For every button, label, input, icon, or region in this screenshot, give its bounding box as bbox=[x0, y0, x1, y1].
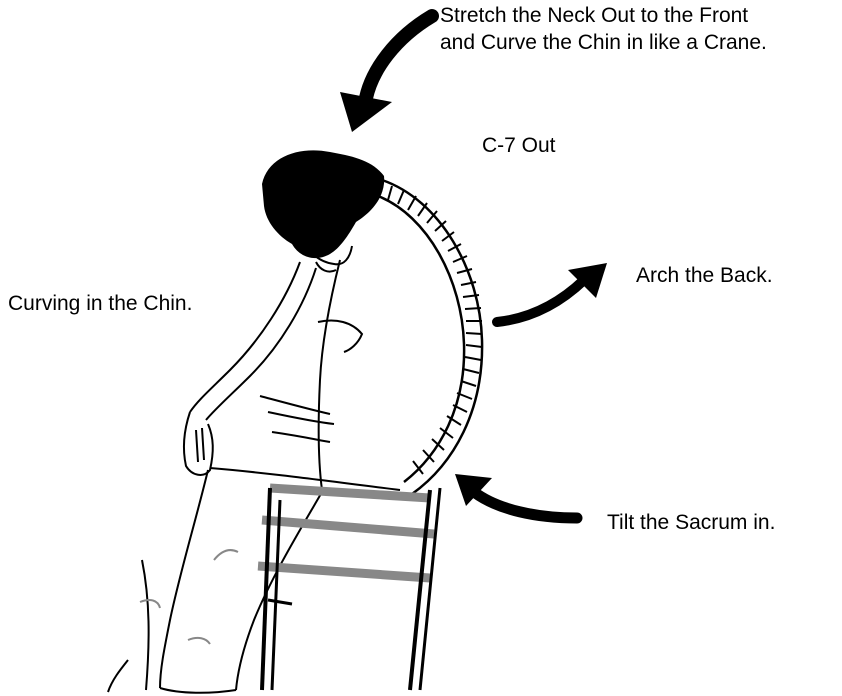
c7-out-label: C-7 Out bbox=[482, 132, 556, 159]
spine bbox=[378, 180, 482, 494]
neck-arrow bbox=[340, 16, 432, 132]
arch-back-label: Arch the Back. bbox=[636, 262, 773, 289]
stretch-neck-label: Stretch the Neck Out to the Front and Cu… bbox=[440, 2, 767, 56]
chair bbox=[258, 488, 440, 690]
tilt-sacrum-label: Tilt the Sacrum in. bbox=[607, 509, 775, 536]
sacrum-arrow bbox=[455, 474, 577, 518]
stretch-neck-line-2: and Curve the Chin in like a Crane. bbox=[440, 29, 767, 56]
stretch-neck-line-1: Stretch the Neck Out to the Front bbox=[440, 2, 767, 29]
arch-arrow bbox=[497, 263, 607, 322]
curving-chin-label: Curving in the Chin. bbox=[8, 290, 192, 317]
body-outline bbox=[108, 260, 400, 693]
head bbox=[262, 150, 384, 271]
